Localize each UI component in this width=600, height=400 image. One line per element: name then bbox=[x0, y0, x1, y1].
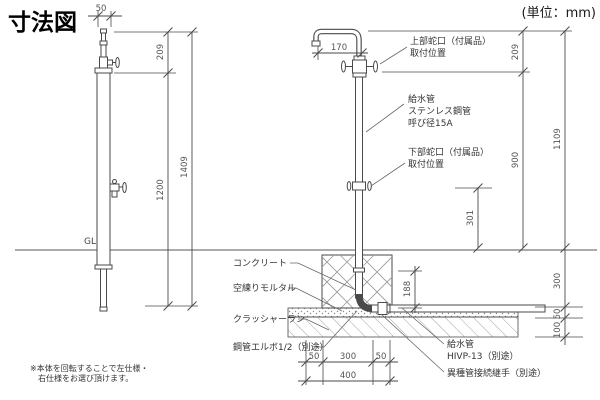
annotation-labels: 上部蛇口（付属品） 取付位置 給水管 ステンレス鋼管 呼び径15A 下部蛇口（付… bbox=[233, 35, 546, 379]
gooseneck-spout-inner bbox=[314, 29, 361, 57]
dim-left-total: 1409 bbox=[180, 156, 190, 178]
dim-main-total: 1109 bbox=[553, 128, 563, 150]
label-lower-faucet-2: 取付位置 bbox=[408, 158, 444, 170]
label-elbow: 鋼管エルボ1/2（別途） bbox=[233, 341, 329, 353]
upper-left-handle bbox=[341, 60, 346, 73]
dim-crusher: 100 bbox=[553, 322, 563, 338]
upper-faucet-collar bbox=[353, 55, 366, 61]
label-upper-faucet-1: 上部蛇口（付属品） bbox=[410, 35, 491, 47]
left-mid-faucet-spout bbox=[111, 190, 118, 198]
left-mid-handle bbox=[122, 182, 127, 193]
left-upper-faucet-body bbox=[99, 56, 108, 69]
upper-right-handle bbox=[373, 60, 378, 73]
main-view-dimensions: 170 209 900 1109 300 50 100 301 188 bbox=[298, 26, 583, 386]
label-supply-1: 給水管 bbox=[447, 338, 474, 350]
footnote: ※本体を回転することで左仕様・ 右仕様をお選び頂けます。 bbox=[30, 363, 148, 383]
left-riser-pipe2 bbox=[100, 44, 107, 58]
footnote-line1: ※本体を回転することで左仕様・ bbox=[30, 363, 148, 373]
lower-faucet-body bbox=[352, 181, 366, 191]
dim-left-upper: 209 bbox=[156, 44, 166, 60]
left-view-dimensions: 50 209 1200 1409 bbox=[88, 4, 198, 311]
lower-right-handle bbox=[367, 181, 372, 191]
left-upper-handle bbox=[115, 57, 120, 68]
dim-base-total: 400 bbox=[340, 371, 356, 381]
upper-faucet-collar2 bbox=[352, 72, 367, 78]
spout-nozzle bbox=[311, 40, 321, 47]
steel-elbow bbox=[355, 293, 373, 312]
main-pipe bbox=[355, 76, 363, 270]
label-joint: 異種管接続継手（別途） bbox=[447, 367, 546, 379]
dim-mortar: 50 bbox=[553, 309, 563, 320]
label-lower-faucet-1: 下部蛇口（付属品） bbox=[408, 146, 489, 158]
left-bottom-cap bbox=[99, 306, 108, 312]
left-view bbox=[94, 28, 127, 312]
label-pipe-2: ステンレス鋼管 bbox=[408, 105, 471, 117]
dim-left-width: 50 bbox=[96, 4, 107, 14]
concrete-hatch bbox=[322, 255, 392, 308]
dim-right-margin: 50 bbox=[376, 352, 387, 362]
page-title: 寸法図 bbox=[8, 10, 77, 36]
dim-left-margin: 50 bbox=[309, 352, 320, 362]
left-buried-pipe bbox=[100, 268, 107, 308]
dim-spout: 170 bbox=[331, 43, 347, 53]
left-mid-faucet-knob bbox=[112, 179, 117, 184]
lower-left-handle bbox=[346, 181, 352, 191]
footnote-line2: 右仕様をお選び頂けます。 bbox=[38, 373, 133, 383]
label-pipe-1: 給水管 bbox=[408, 93, 435, 105]
dim-buried: 188 bbox=[403, 281, 413, 297]
foundation bbox=[287, 254, 519, 338]
left-upper-faucet-branch bbox=[107, 59, 113, 66]
dim-main-body: 900 bbox=[511, 152, 521, 168]
left-flange-bottom bbox=[94, 264, 113, 270]
horizontal-supply-pipe bbox=[369, 304, 546, 313]
label-concrete: コンクリート bbox=[233, 258, 287, 269]
label-upper-faucet-2: 取付位置 bbox=[410, 47, 446, 59]
left-mid-faucet-body bbox=[109, 183, 120, 192]
pipe-joint-fitting bbox=[377, 302, 388, 315]
left-pole-body bbox=[96, 72, 111, 266]
dim-center: 300 bbox=[340, 352, 356, 362]
label-mortar: 空練りモルタル bbox=[233, 282, 296, 294]
dim-left-body: 1200 bbox=[156, 179, 166, 201]
main-view bbox=[311, 28, 546, 315]
dim-main-upper: 209 bbox=[511, 44, 521, 60]
gl-label: GL bbox=[84, 237, 96, 247]
crusher-run-layer bbox=[287, 316, 519, 338]
label-pipe-3: 呼び径15A bbox=[408, 117, 453, 129]
dim-lower-to-gl: 301 bbox=[466, 210, 476, 226]
label-crusher-run: クラッシャーラン bbox=[233, 314, 305, 325]
leader-lines bbox=[288, 46, 445, 373]
main-pipe-joint bbox=[353, 267, 365, 273]
left-top-cap bbox=[100, 28, 107, 34]
left-flange-top bbox=[94, 67, 113, 74]
unit-note: (単位：mm) bbox=[522, 5, 596, 21]
label-supply-2: HIVP-13（別途） bbox=[447, 350, 519, 362]
dim-below-gl: 300 bbox=[553, 273, 563, 289]
upper-faucet-body bbox=[352, 59, 367, 74]
left-collar bbox=[99, 40, 108, 46]
ground-line: GL bbox=[15, 237, 597, 251]
